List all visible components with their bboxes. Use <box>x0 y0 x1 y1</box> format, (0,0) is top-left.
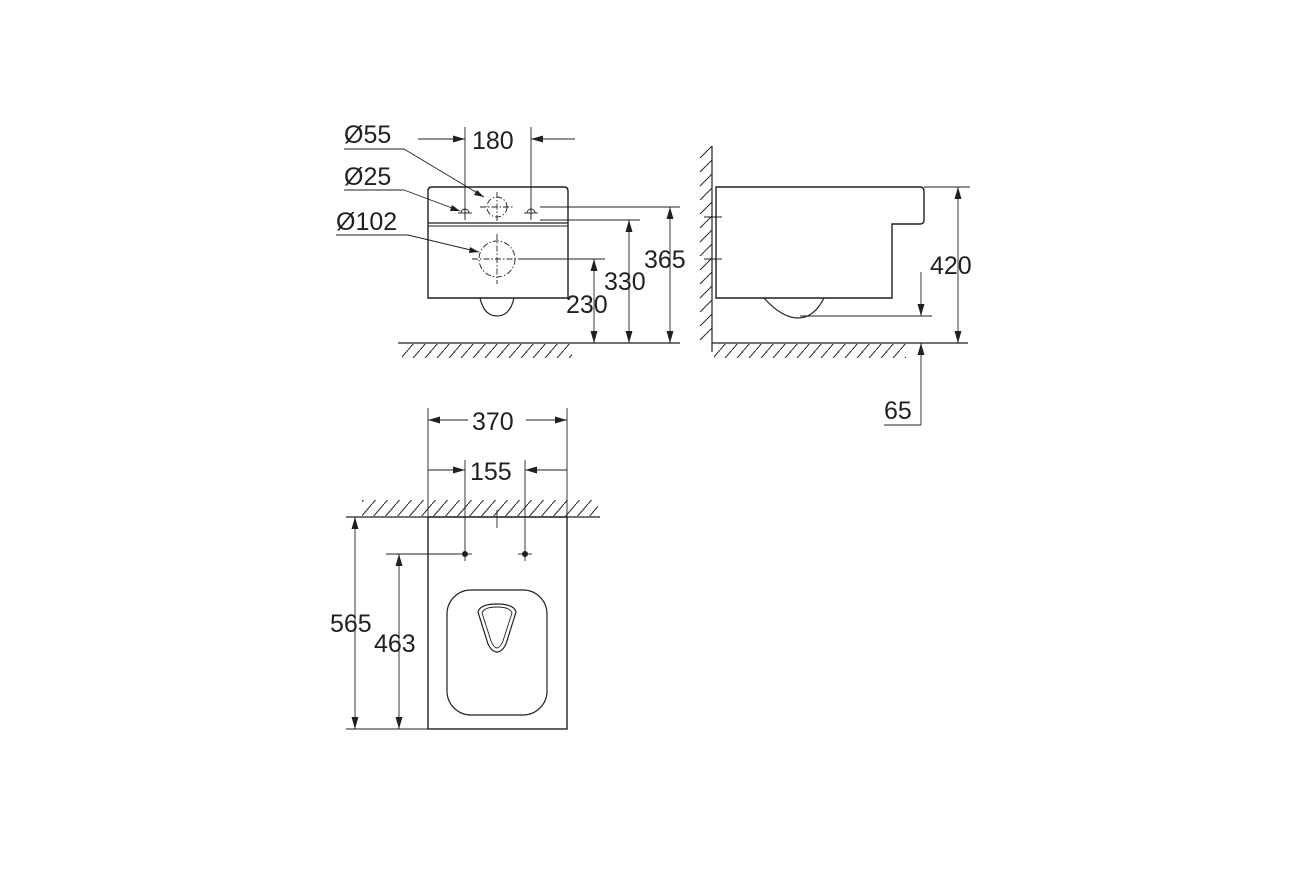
side-view: 420 65 <box>699 145 972 426</box>
label-180: 180 <box>472 127 514 155</box>
front-floor <box>398 342 680 358</box>
label-dia-55: Ø55 <box>344 121 391 149</box>
outlet-hole <box>472 234 522 284</box>
diameter-leaders <box>336 148 485 253</box>
dim-420 <box>954 187 962 343</box>
dim-370 <box>427 408 568 517</box>
dim-365 <box>666 207 674 343</box>
side-wall <box>699 145 713 352</box>
label-463: 463 <box>374 630 416 658</box>
label-370: 370 <box>472 408 514 436</box>
dim-565 <box>351 517 359 729</box>
label-65: 65 <box>884 397 912 425</box>
label-155: 155 <box>470 458 512 486</box>
height-reference-lines <box>520 206 680 260</box>
mount-holes-top <box>386 547 532 561</box>
top-view: 370 155 565 463 <box>330 408 600 730</box>
label-420: 420 <box>930 252 972 280</box>
label-230: 230 <box>566 291 608 319</box>
label-330: 330 <box>604 268 646 296</box>
dim-230 <box>590 259 598 343</box>
label-365: 365 <box>644 246 686 274</box>
supply-hole <box>480 192 514 222</box>
top-body-outline <box>427 510 568 730</box>
dim-330 <box>625 220 633 343</box>
top-wall <box>346 500 600 518</box>
label-565: 565 <box>330 610 372 638</box>
dim-65 <box>884 272 925 426</box>
front-body-outline <box>427 186 569 317</box>
dim-155 <box>428 460 567 548</box>
side-reference-lines <box>800 186 970 317</box>
label-dia-102: Ø102 <box>336 208 397 236</box>
front-view: Ø55 Ø25 Ø102 180 365 330 230 <box>336 121 686 358</box>
dim-180 <box>418 127 575 220</box>
side-floor <box>712 342 968 358</box>
side-center-marks <box>704 216 722 260</box>
dim-463 <box>395 554 403 729</box>
side-body-outline <box>715 186 925 319</box>
label-dia-25: Ø25 <box>344 163 391 191</box>
